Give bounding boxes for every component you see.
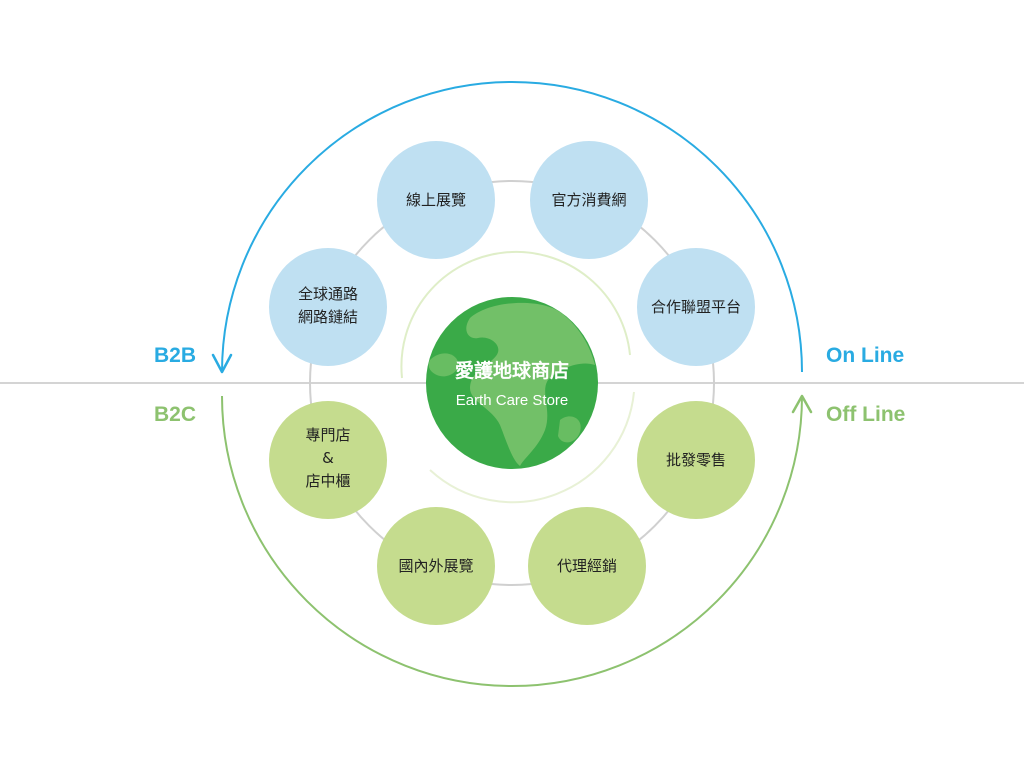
node-online-exhibition: 線上展覽 xyxy=(377,141,495,259)
center-title: 愛護地球商店 xyxy=(455,359,569,382)
svg-text:代理經銷: 代理經銷 xyxy=(557,557,617,575)
offline-arc xyxy=(221,395,803,687)
inner-ring xyxy=(309,180,715,586)
online-arrow-head xyxy=(211,353,233,374)
center-subtitle: Earth Care Store xyxy=(456,392,569,409)
svg-text:合作聯盟平台: 合作聯盟平台 xyxy=(651,298,741,316)
b2c-label: B2C xyxy=(154,403,196,426)
svg-text:官方消費網: 官方消費網 xyxy=(551,191,626,209)
svg-text:專門店: 專門店 xyxy=(305,426,350,444)
node-wholesale-retail: 批發零售 xyxy=(637,401,755,519)
node-agent-distribution: 代理經銷 xyxy=(528,507,646,625)
online-label: On Line xyxy=(826,344,904,367)
globe-halo-arc-bottom xyxy=(429,391,635,504)
svg-text:全球通路: 全球通路 xyxy=(298,285,358,303)
svg-text:網路鏈結: 網路鏈結 xyxy=(298,308,358,326)
globe-icon xyxy=(426,297,598,469)
globe-halo-arc-top xyxy=(400,250,631,379)
svg-text:&: & xyxy=(322,449,334,467)
svg-text:國內外展覽: 國內外展覽 xyxy=(398,557,473,575)
node-global-channel: 全球通路 網路鏈結 xyxy=(269,248,387,366)
offline-label: Off Line xyxy=(826,403,905,426)
b2b-label: B2B xyxy=(154,344,196,367)
offline-arrow-head xyxy=(791,394,813,414)
node-alliance-platform: 合作聯盟平台 xyxy=(637,248,755,366)
node-domestic-international-exhibition: 國內外展覽 xyxy=(377,507,495,625)
svg-text:線上展覽: 線上展覽 xyxy=(406,191,466,209)
node-specialty-store: 專門店 & 店中櫃 xyxy=(269,401,387,519)
node-official-shop: 官方消費網 xyxy=(530,141,648,259)
online-arc xyxy=(221,81,803,373)
svg-text:批發零售: 批發零售 xyxy=(666,451,726,469)
svg-text:店中櫃: 店中櫃 xyxy=(305,472,350,490)
